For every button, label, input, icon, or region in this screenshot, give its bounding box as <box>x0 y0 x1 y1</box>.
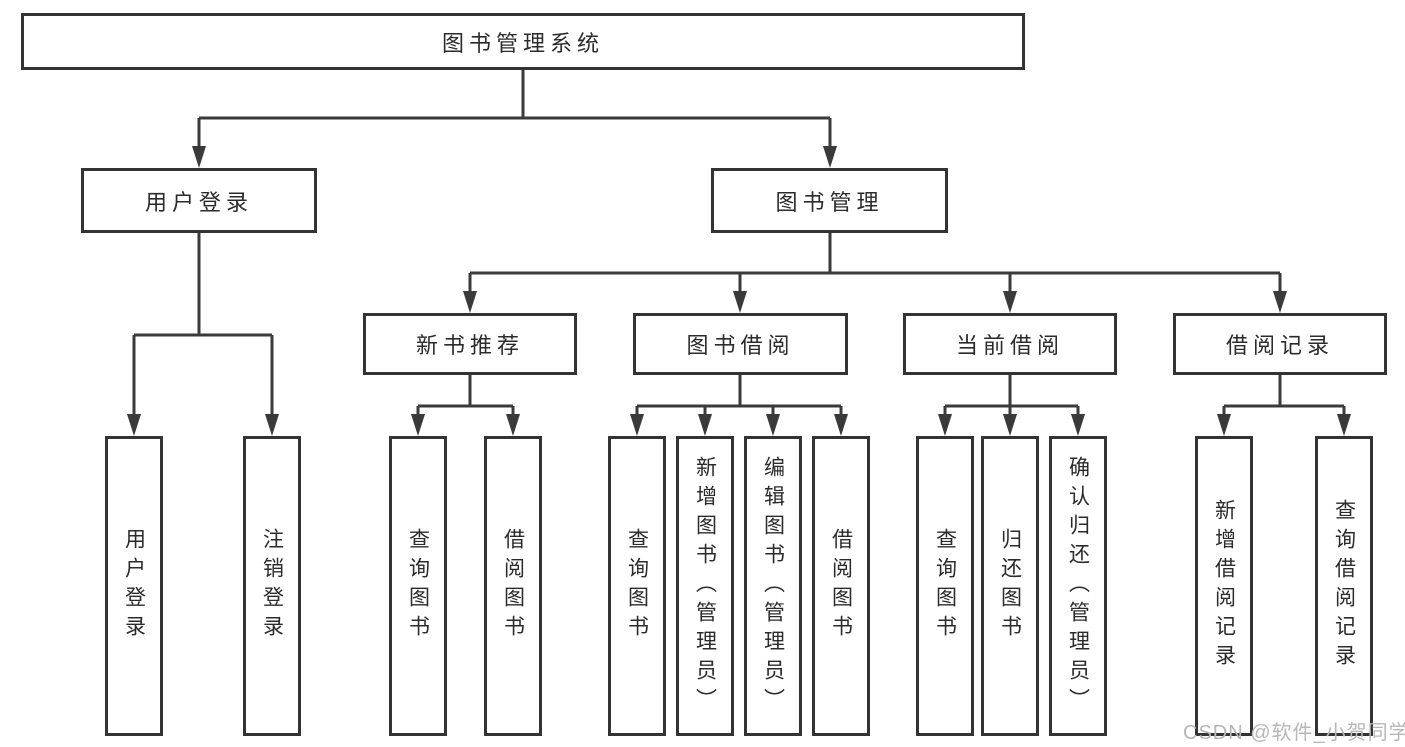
node-user-login-branch: 用户登录 <box>81 168 317 233</box>
arrow-down-icon <box>938 414 952 436</box>
arrow-down-icon <box>1337 414 1351 436</box>
leaf-borrow-books: 借阅图书 <box>484 436 542 736</box>
leaf-label: 归还图书 <box>998 528 1022 644</box>
node-current-borrowing: 当前借阅 <box>903 313 1117 375</box>
leaf-label: 注销登录 <box>260 528 284 644</box>
leaf-label: 用户登录 <box>122 528 146 644</box>
leaf-return-books: 归还图书 <box>981 436 1039 736</box>
leaf-logout: 注销登录 <box>243 436 301 736</box>
leaf-query-books: 查询图书 <box>389 436 447 736</box>
node-book-management-branch: 图书管理 <box>711 168 948 233</box>
arrow-down-icon <box>192 146 206 168</box>
arrow-down-icon <box>127 414 141 436</box>
arrow-down-icon <box>698 414 712 436</box>
arrow-down-icon <box>506 414 520 436</box>
arrow-down-icon <box>265 414 279 436</box>
leaf-user-login: 用户登录 <box>105 436 163 736</box>
leaf-label: 借阅图书 <box>501 528 525 644</box>
arrow-down-icon <box>1273 291 1287 313</box>
arrow-down-icon <box>823 146 837 168</box>
arrow-down-icon <box>766 414 780 436</box>
connector-lines <box>132 70 1346 420</box>
node-new-book-recommendation: 新书推荐 <box>363 313 577 375</box>
arrow-down-icon <box>463 291 477 313</box>
arrow-down-icon <box>733 291 747 313</box>
arrow-down-icon <box>1003 291 1017 313</box>
leaf-label: 借阅图书 <box>829 528 853 644</box>
arrow-down-icon <box>1003 414 1017 436</box>
arrow-down-icon <box>834 414 848 436</box>
leaf-borrow-books: 借阅图书 <box>812 436 870 736</box>
leaf-label: 查询借阅记录 <box>1332 499 1356 673</box>
leaf-label: 新增图书（管理员） <box>693 455 717 717</box>
leaf-label: 编辑图书（管理员） <box>761 455 785 717</box>
leaf-edit-books-admin: 编辑图书（管理员） <box>744 436 802 736</box>
leaf-label: 查询图书 <box>933 528 957 644</box>
arrow-down-icon <box>1217 414 1231 436</box>
leaf-add-books-admin: 新增图书（管理员） <box>676 436 734 736</box>
leaf-label: 查询图书 <box>625 528 649 644</box>
leaf-add-borrow-record: 新增借阅记录 <box>1195 436 1253 736</box>
arrowhead-icons <box>127 146 1351 436</box>
arrow-down-icon <box>411 414 425 436</box>
node-book-borrowing: 图书借阅 <box>633 313 848 375</box>
leaf-query-books: 查询图书 <box>608 436 666 736</box>
leaf-label: 确认归还（管理员） <box>1066 455 1090 717</box>
leaf-label: 查询图书 <box>406 528 430 644</box>
arrow-down-icon <box>1071 414 1085 436</box>
leaf-query-borrow-record: 查询借阅记录 <box>1315 436 1373 736</box>
arrow-down-icon <box>630 414 644 436</box>
leaf-query-books: 查询图书 <box>916 436 974 736</box>
leaf-label: 新增借阅记录 <box>1212 499 1236 673</box>
node-library-management-system: 图书管理系统 <box>21 13 1025 70</box>
node-borrowing-records: 借阅记录 <box>1173 313 1387 375</box>
csdn-watermark: CSDN @软件_小贺同学 <box>1183 722 1405 744</box>
leaf-confirm-return-admin: 确认归还（管理员） <box>1049 436 1107 736</box>
